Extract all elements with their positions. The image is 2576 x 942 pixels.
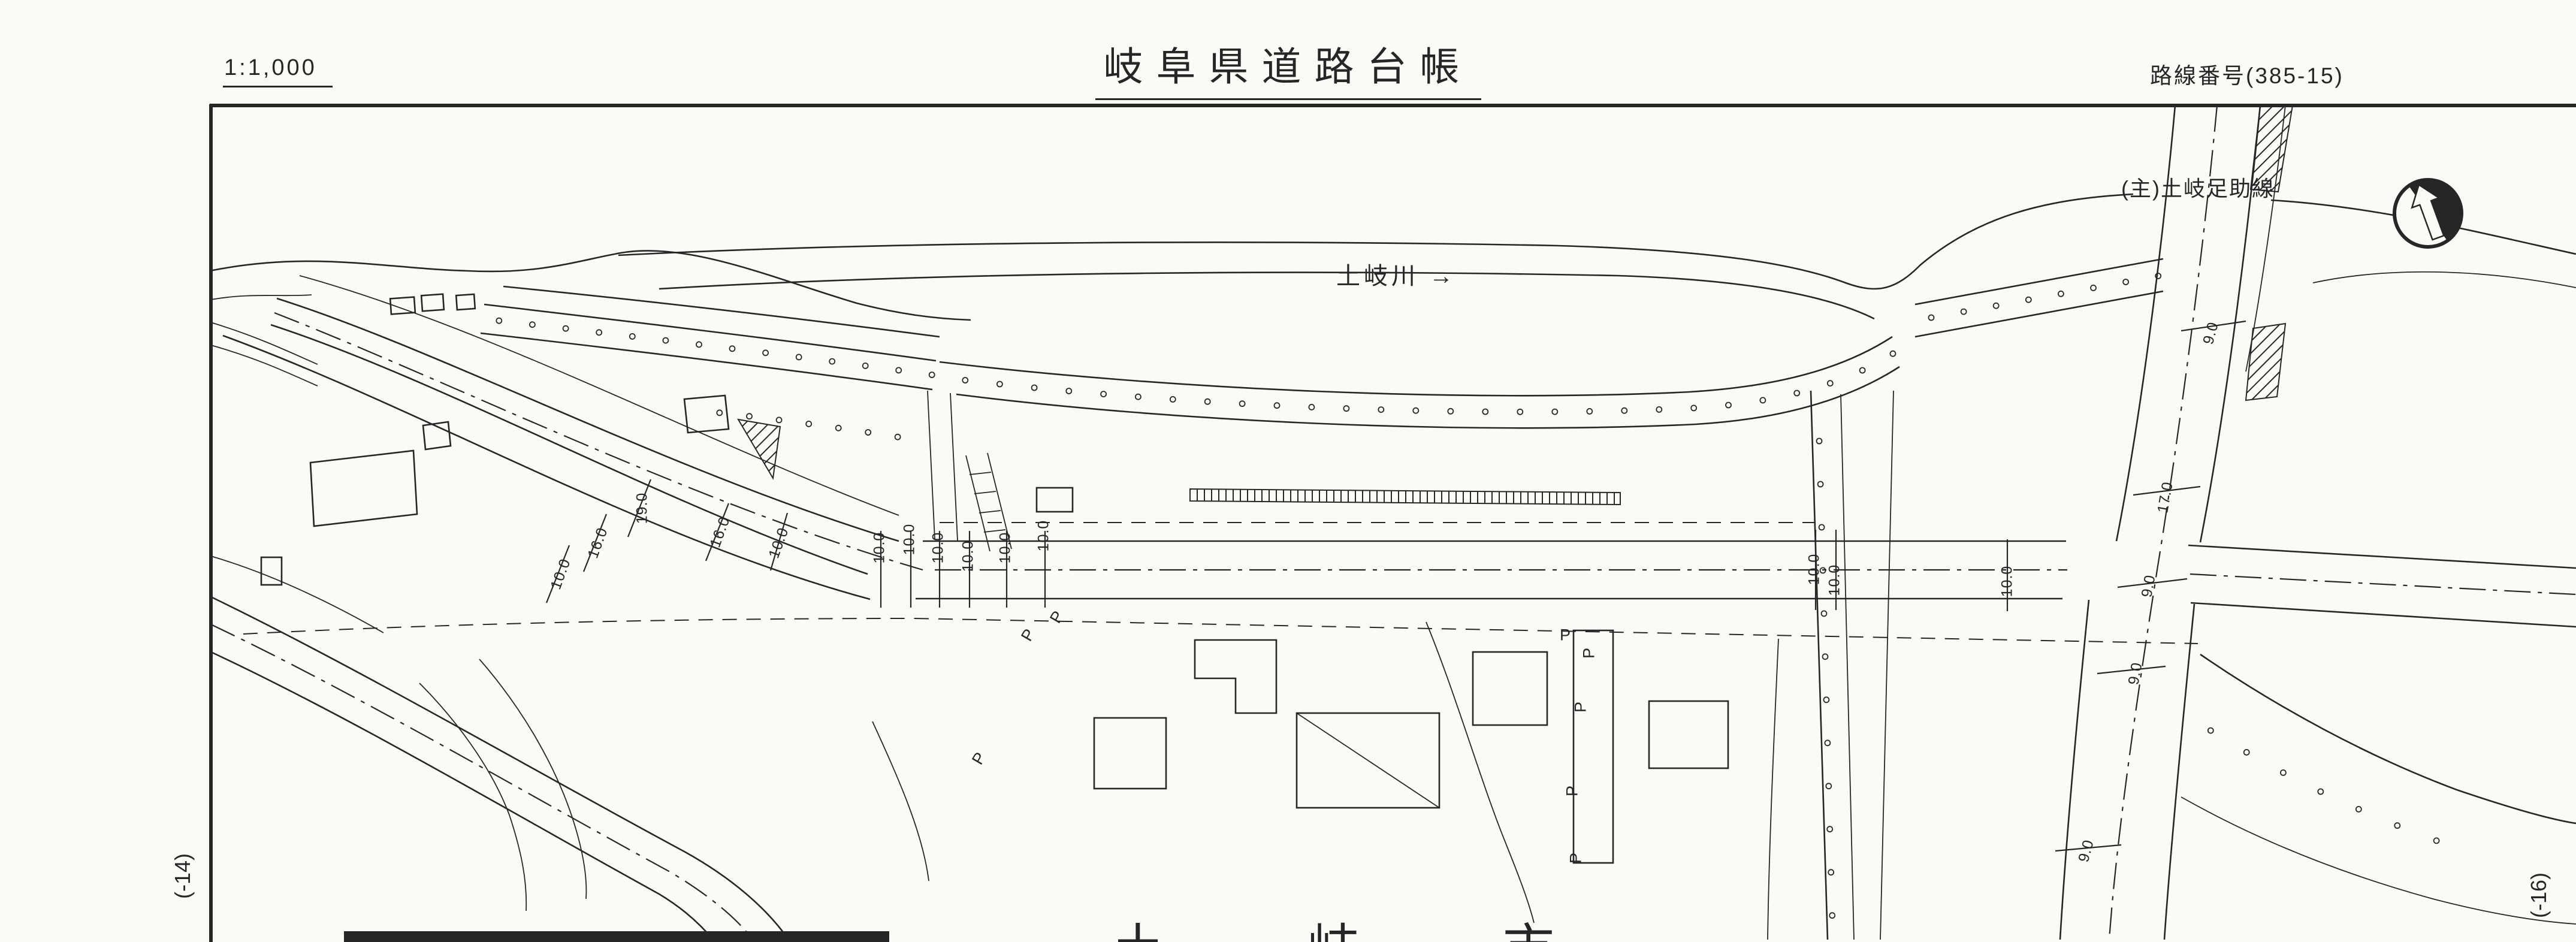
north-arrow-icon bbox=[2393, 178, 2463, 249]
route-number-label: 路線番号(385-15) bbox=[2150, 64, 2344, 88]
adjacent-sheet-ref-left: (-14) bbox=[170, 853, 195, 899]
dimension-ticks bbox=[545, 320, 2246, 852]
road-name-label: (主)土岐足助線 bbox=[2121, 176, 2275, 201]
page-title: 岐阜県道路台帳 bbox=[1095, 35, 1481, 100]
frame-border bbox=[209, 104, 2576, 942]
southwest-road-group bbox=[210, 555, 790, 940]
river-name-label: 土岐川 → bbox=[1336, 263, 1457, 289]
west-approach-road-group bbox=[222, 275, 923, 600]
adjacent-sheet-ref-right: (-16) bbox=[2526, 872, 2551, 918]
levee-path-group bbox=[1810, 390, 1894, 940]
main-road-group bbox=[243, 522, 2576, 644]
buildings-group bbox=[260, 293, 1729, 864]
terrain-lines bbox=[209, 250, 2576, 940]
title-block-border bbox=[344, 931, 889, 942]
east-crossing-road-group bbox=[2059, 105, 2294, 940]
map-scale-label: 1:1,000 bbox=[223, 55, 333, 87]
city-name-label: 土岐市 bbox=[1112, 906, 1698, 942]
river-group bbox=[480, 193, 2576, 552]
